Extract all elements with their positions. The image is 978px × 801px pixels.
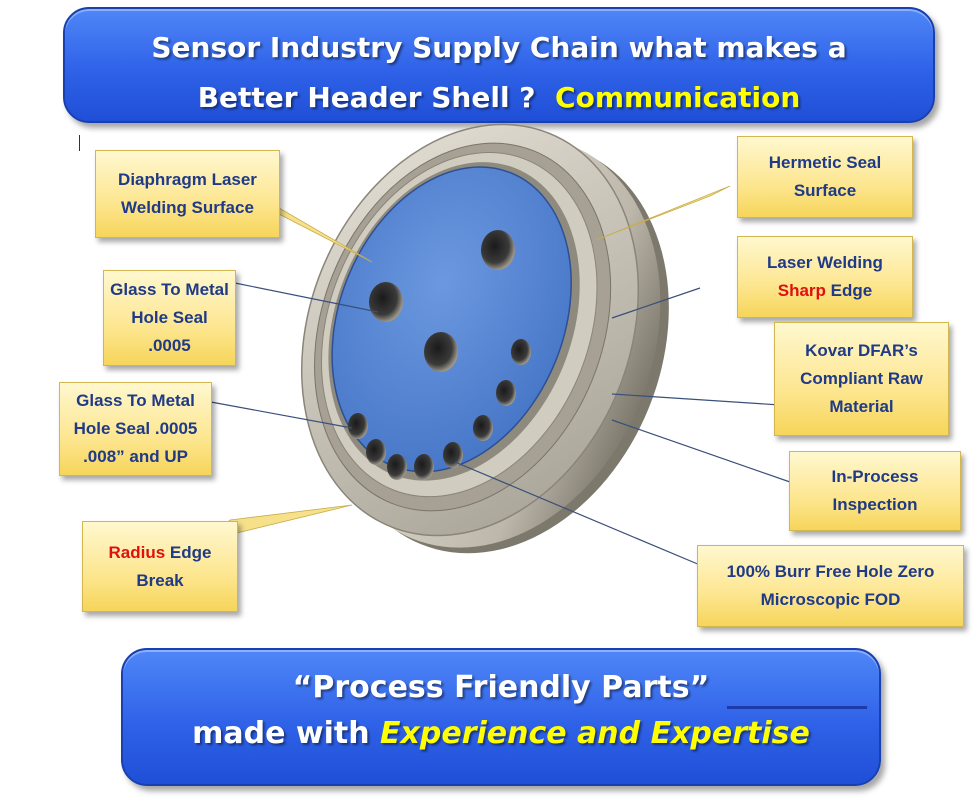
callout-in-process-inspection: In-Process Inspection xyxy=(789,451,961,531)
hole-small xyxy=(366,439,386,465)
hole-small xyxy=(348,413,368,439)
hole-small xyxy=(414,454,434,480)
callout-text: 100% Burr Free Hole Zero xyxy=(726,562,935,581)
callout-line: Sharp Edge xyxy=(738,277,912,305)
callout-text: Microscopic FOD xyxy=(760,590,901,609)
callout-text: Compliant Raw xyxy=(800,369,923,388)
shell-body xyxy=(300,123,669,554)
tagline-highlight: Experience and Expertise xyxy=(380,716,810,751)
callout-text: In-Process xyxy=(831,467,919,486)
hole-small xyxy=(443,442,463,468)
callout-text: Glass To Metal xyxy=(76,391,195,410)
callout-text: Material xyxy=(829,397,894,416)
hole-small xyxy=(387,454,407,480)
underline-decoration xyxy=(727,706,867,709)
callout-text: .0005 xyxy=(148,336,191,355)
callout-laser-welding-sharp-edge: Laser Welding Sharp Edge xyxy=(737,236,913,318)
tagline-line-2: made with Experience and Expertise xyxy=(123,716,879,751)
callout-hermetic-seal: Hermetic Seal Surface xyxy=(737,136,913,218)
title-highlight: Communication xyxy=(555,81,801,114)
callout-text: Inspection xyxy=(832,495,918,514)
callout-text: Edge xyxy=(830,281,873,300)
callout-text: Glass To Metal xyxy=(110,280,229,299)
callout-red-text: Radius xyxy=(108,542,166,562)
callout-glass-to-metal-seal: Glass To Metal Hole Seal .0005 xyxy=(103,270,236,366)
callout-radius-edge-break: Radius Edge Break xyxy=(82,521,238,612)
callout-text: Hole Seal xyxy=(131,308,208,327)
callout-glass-to-metal-seal-up: Glass To Metal Hole Seal .0005 .008” and… xyxy=(59,382,212,476)
hole-small xyxy=(511,339,531,365)
callout-diaphragm-laser-welding: Diaphragm Laser Welding Surface xyxy=(95,150,280,238)
callout-text: Kovar DFAR’s xyxy=(805,341,918,360)
hole-large-center xyxy=(424,332,458,372)
callout-text: Hole Seal .0005 xyxy=(73,419,198,438)
callout-text: Diaphragm Laser xyxy=(118,170,257,189)
callout-burr-free-hole: 100% Burr Free Hole Zero Microscopic FOD xyxy=(697,545,964,627)
tagline-line-1: “Process Friendly Parts” xyxy=(292,670,710,705)
text-cursor xyxy=(79,135,80,151)
hole-small xyxy=(496,380,516,406)
hole-large-top xyxy=(481,230,515,270)
title-banner: Sensor Industry Supply Chain what makes … xyxy=(63,7,935,123)
callout-text: Laser Welding xyxy=(767,253,883,272)
callout-kovar-material: Kovar DFAR’s Compliant Raw Material xyxy=(774,322,949,436)
callout-text: Break xyxy=(136,570,184,590)
callout-text: Edge xyxy=(169,542,212,562)
callout-red-text: Sharp xyxy=(777,281,826,300)
callout-text: .008” and UP xyxy=(83,447,188,466)
tagline-line-2-text: made with xyxy=(192,716,370,751)
callout-text: Welding Surface xyxy=(121,198,254,217)
title-line-2-text: Better Header Shell ? xyxy=(197,81,536,114)
title-line-1: Sensor Industry Supply Chain what makes … xyxy=(151,31,847,64)
hole-small xyxy=(473,415,493,441)
callout-text: Hermetic Seal xyxy=(768,153,882,172)
tagline-banner: “Process Friendly Parts” made with Exper… xyxy=(121,648,881,786)
leader-lines xyxy=(199,281,791,566)
title-line-2: Better Header Shell ? Communication xyxy=(65,81,933,114)
callout-text: Surface xyxy=(793,181,857,200)
hole-large-left xyxy=(369,282,403,322)
callout-line: Radius Edge xyxy=(83,539,237,567)
